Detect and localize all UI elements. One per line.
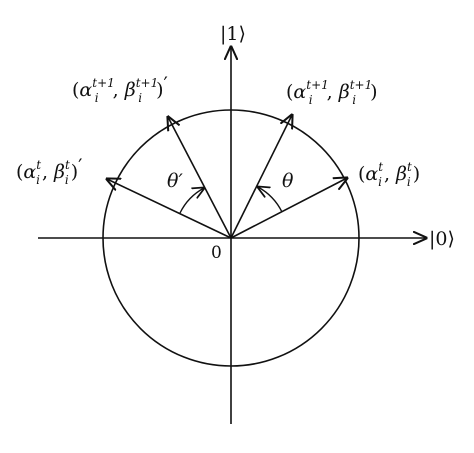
theta-prime-arc (179, 188, 204, 214)
vector-next-prime (168, 117, 232, 239)
vector-next (230, 115, 292, 239)
vector-current (230, 178, 347, 239)
origin-label: 0 (211, 243, 222, 263)
theta-prime-label: θ′ (167, 170, 183, 192)
y-axis-label: |1⟩ (220, 23, 246, 45)
vector-current-prime (107, 179, 232, 239)
theta-arc (258, 187, 283, 213)
theta-label: θ (282, 170, 294, 192)
x-axis-label: |0⟩ (429, 228, 455, 250)
